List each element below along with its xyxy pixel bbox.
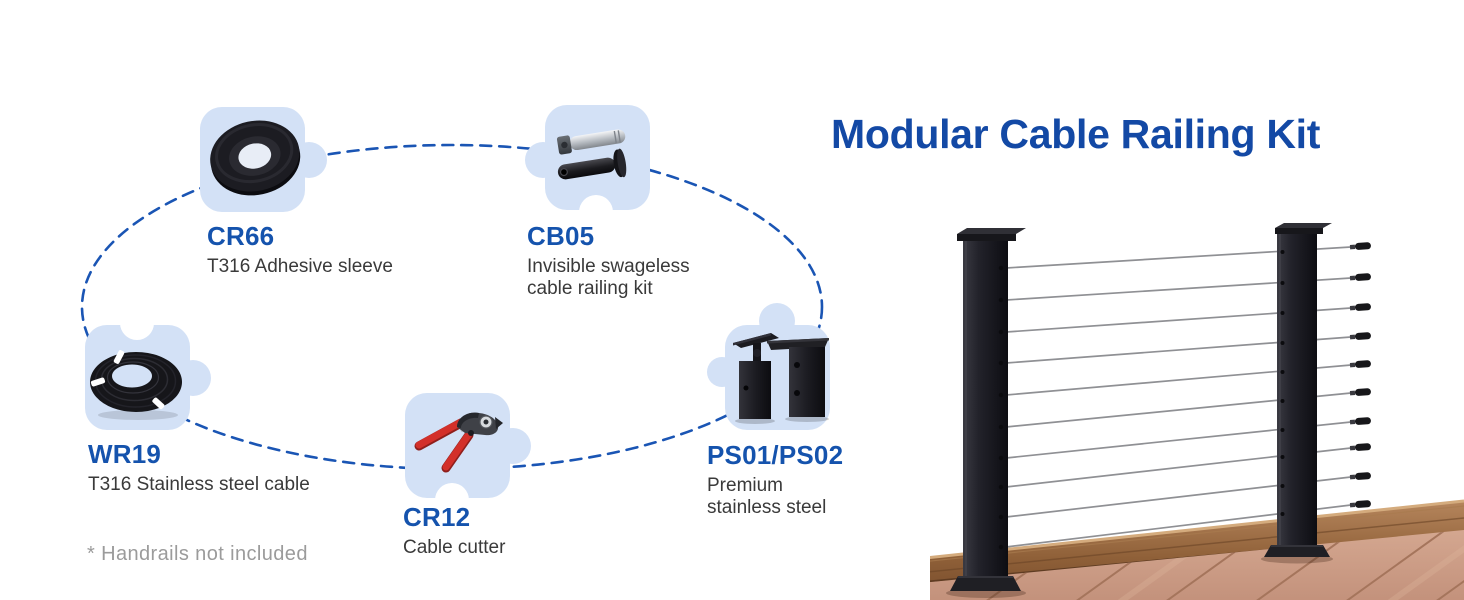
puzzle-tab (495, 428, 531, 464)
puzzle-notch (579, 195, 613, 229)
product-code: CB05 (527, 221, 595, 251)
page-title: Modular Cable Railing Kit (831, 111, 1321, 157)
puzzle-tab (759, 303, 795, 339)
product-code: WR19 (88, 439, 162, 469)
tile-wr19 (85, 306, 211, 430)
left-post (950, 228, 1026, 591)
product-code: CR66 (207, 221, 275, 251)
puzzle-tab (525, 142, 561, 178)
label-cr12: CR12 Cable cutter (403, 502, 505, 559)
right-post (1264, 223, 1332, 557)
handrails-footnote: * Handrails not included (87, 543, 308, 565)
product-desc: T316 Stainless steel cable (88, 474, 310, 495)
wr19-cable-coil-image (90, 350, 183, 420)
product-code: CR12 (403, 502, 471, 532)
product-desc: Premium stainless steel (707, 475, 827, 519)
tile-cr12 (405, 393, 531, 517)
product-code: PS01/PS02 (707, 440, 844, 470)
label-ps01-ps02: PS01/PS02 Premium stainless steel (707, 440, 843, 519)
label-wr19: WR19 T316 Stainless steel cable (88, 439, 310, 496)
tile-cr66 (200, 107, 327, 212)
puzzle-notch (435, 483, 469, 517)
product-desc: T316 Adhesive sleeve (207, 256, 393, 277)
cable-railing-render (930, 223, 1464, 600)
label-cb05: CB05 Invisible swageless cable railing k… (527, 221, 690, 300)
tile-cb05 (525, 105, 650, 229)
puzzle-notch (120, 306, 154, 340)
tile-ps01-ps02 (707, 303, 830, 430)
cb05-swageless-fittings-image (556, 129, 627, 180)
cable-terminals (1349, 242, 1371, 508)
puzzle-tab (707, 357, 737, 387)
label-cr66: CR66 T316 Adhesive sleeve (207, 221, 393, 278)
cr66-adhesive-sleeve-image (210, 120, 301, 196)
cr12-cable-cutter-image (414, 412, 503, 473)
ps01-ps02-posts-image (733, 333, 829, 424)
connector-dashed-ellipse (80, 143, 824, 471)
product-desc: Invisible swageless cable railing kit (527, 256, 690, 300)
product-desc: Cable cutter (403, 537, 506, 558)
